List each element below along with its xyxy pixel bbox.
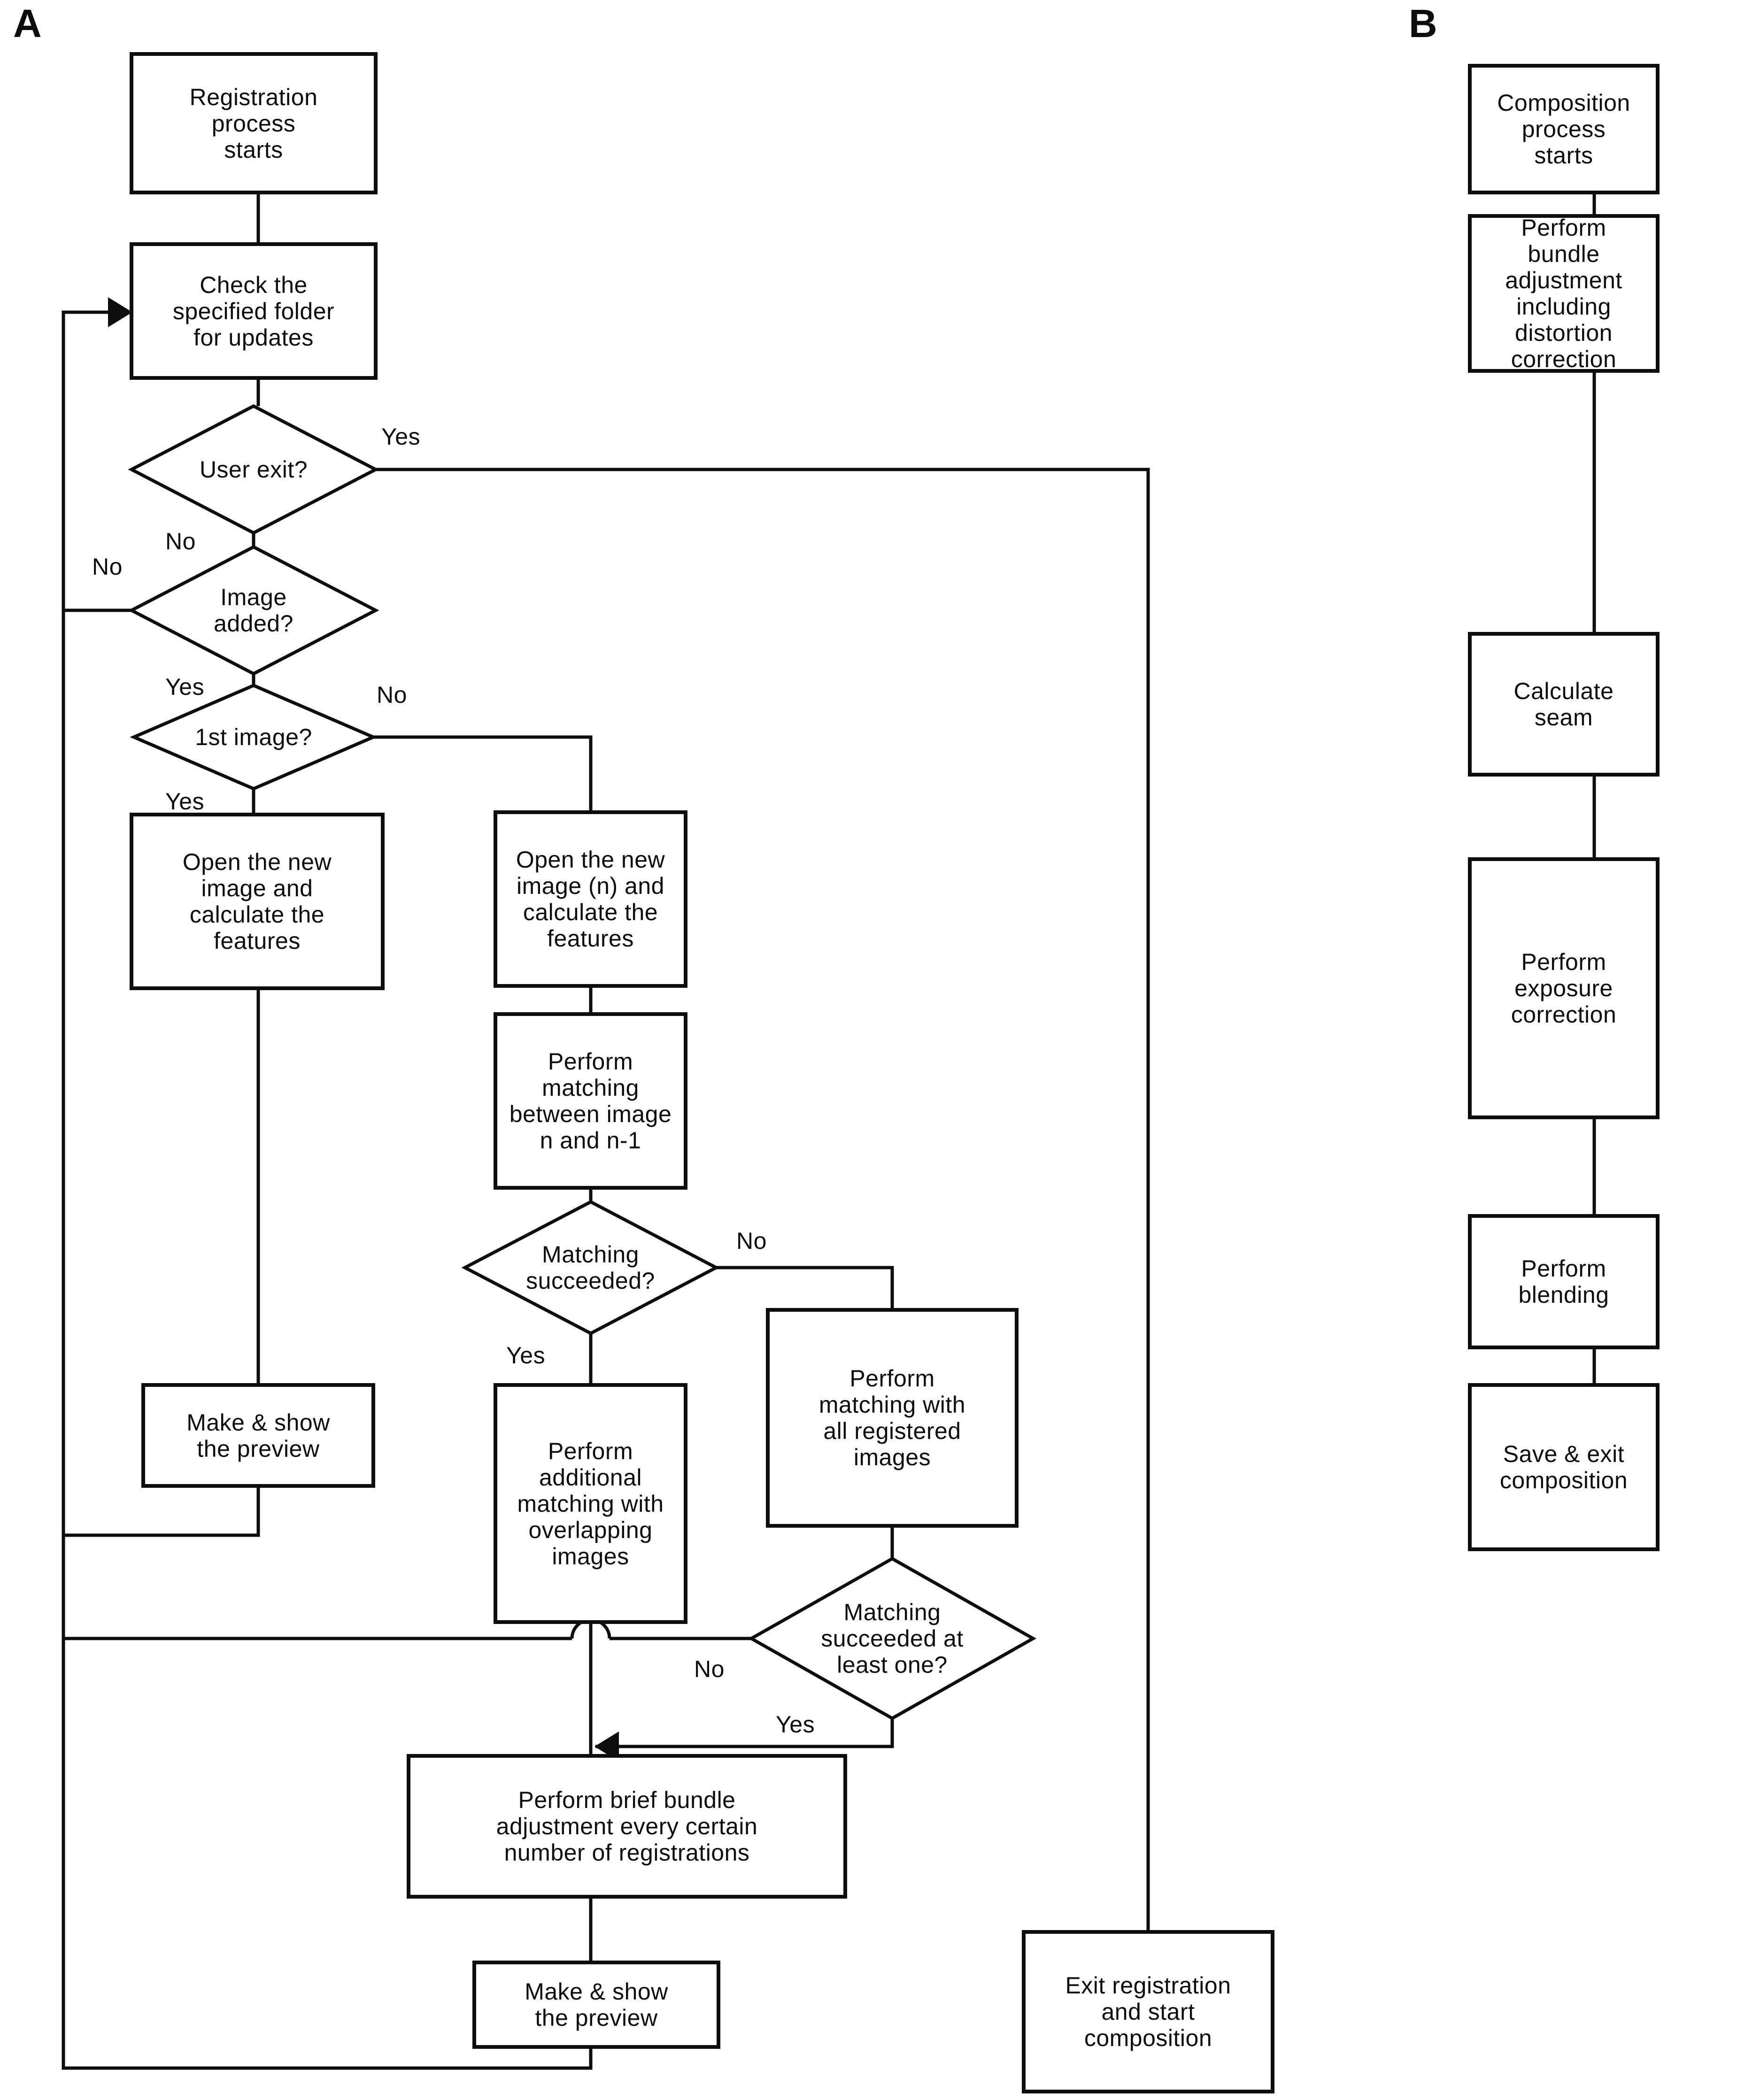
diamond-image-added: [128, 545, 379, 676]
edge-preview-return: [63, 1486, 260, 1537]
node-composition-starts: Composition process starts: [1497, 90, 1630, 169]
node-preview-bottom: Make & show the preview: [525, 1978, 668, 2031]
node-registration-starts: Registration process starts: [189, 84, 318, 163]
box-brief-bundle: [407, 1754, 847, 1899]
node-match-n: Perform matching between image n and n-1: [509, 1048, 672, 1154]
box-open-new-n: [494, 810, 687, 988]
node-exit-registration: Exit registration and start composition: [1065, 1972, 1231, 2051]
node-brief-bundle: Perform brief bundle adjustment every ce…: [496, 1787, 758, 1866]
edge-firstimage-no: [373, 735, 593, 812]
edge-leastone-yes: [595, 1718, 894, 1748]
diamond-match-succeeded: [461, 1200, 720, 1335]
box-bundle-adjustment: [1468, 214, 1660, 373]
box-exposure-correction: [1468, 857, 1660, 1119]
box-open-new-left: [130, 813, 385, 990]
label-user-exit-no: No: [165, 528, 196, 554]
node-bundle-adjustment: Perform bundle adjustment including dist…: [1505, 215, 1622, 372]
box-check-folder: [130, 242, 378, 380]
node-all-registered: Perform matching with all registered ima…: [818, 1365, 966, 1470]
box-calculate-seam: [1468, 632, 1660, 777]
panel-a-label: A: [13, 1, 42, 46]
diamond-least-one: [748, 1556, 1037, 1721]
box-all-registered: [766, 1308, 1019, 1528]
box-preview-bottom: [472, 1961, 720, 2049]
node-user-exit: User exit?: [199, 456, 308, 483]
diamond-first-image: [130, 684, 378, 791]
box-additional-matching: [494, 1383, 687, 1624]
edge-return-bus: [62, 310, 593, 2070]
edge-userexit-yes: [376, 468, 1150, 1932]
node-preview-left: Make & show the preview: [186, 1409, 330, 1462]
box-save-exit: [1468, 1383, 1660, 1551]
node-check-folder: Check the specified folder for updates: [172, 271, 335, 351]
label-image-added-yes: Yes: [165, 674, 205, 700]
edge-match-no: [716, 1266, 894, 1310]
box-preview-left: [141, 1383, 375, 1488]
node-match-succeeded: Matching succeeded?: [526, 1241, 655, 1294]
box-exit-registration: [1022, 1930, 1274, 2093]
node-additional-matching: Perform additional matching with overlap…: [517, 1438, 664, 1569]
box-perform-blending: [1468, 1214, 1660, 1349]
label-least-one-no: No: [694, 1656, 725, 1682]
label-match-no: No: [736, 1228, 767, 1254]
box-registration-starts: [130, 52, 378, 194]
node-first-image: 1st image?: [195, 724, 312, 750]
label-match-yes: Yes: [506, 1342, 546, 1369]
panel-b-label: B: [1409, 1, 1437, 46]
node-image-added: Image added?: [214, 584, 293, 637]
node-open-new-n: Open the new image (n) and calculate the…: [516, 846, 665, 952]
arrowhead-into-check-folder: [108, 297, 132, 327]
box-composition-starts: [1468, 64, 1660, 194]
label-first-image-yes: Yes: [165, 788, 205, 815]
node-calculate-seam: Calculate seam: [1513, 678, 1614, 731]
node-exposure-correction: Perform exposure correction: [1511, 949, 1617, 1028]
diamond-user-exit: [128, 404, 379, 535]
label-image-added-no: No: [92, 554, 123, 580]
node-least-one: Matching succeeded at least one?: [821, 1599, 964, 1678]
box-match-n: [494, 1012, 687, 1190]
node-perform-blending: Perform blending: [1518, 1255, 1609, 1308]
node-open-new-left: Open the new image and calculate the fea…: [182, 849, 332, 954]
node-save-exit: Save & exit composition: [1499, 1441, 1628, 1493]
label-user-exit-yes: Yes: [381, 423, 421, 450]
label-least-one-yes: Yes: [776, 1711, 815, 1738]
label-first-image-no: No: [377, 682, 407, 708]
